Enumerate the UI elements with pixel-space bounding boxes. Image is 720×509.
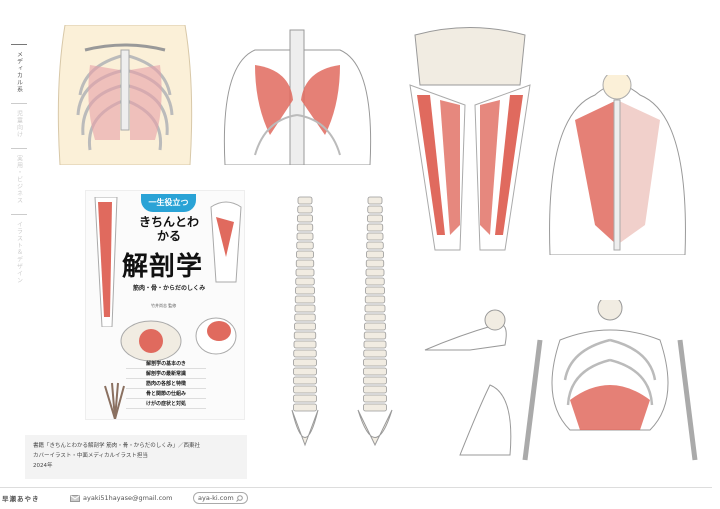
vertebra <box>363 403 387 412</box>
vertebra <box>365 277 385 286</box>
vertebra <box>367 205 383 214</box>
vertebra <box>296 223 314 232</box>
vertebra <box>363 349 387 358</box>
caption-title: 書籍「きちんとわかる解剖学 筋肉・骨・からだのしくみ」／西東社 <box>33 443 200 449</box>
category-nav: メディカル系 児童向け 実用・ビジネス イラスト＆デザイン <box>8 44 30 294</box>
nav-item-medical[interactable]: メディカル系 <box>8 44 30 93</box>
spine-illustrations <box>291 196 393 447</box>
vertebra <box>296 232 314 241</box>
vertebra <box>365 286 385 295</box>
vertebra <box>364 295 386 304</box>
vertebra <box>295 259 315 268</box>
vertebra <box>364 313 386 322</box>
search-icon <box>235 494 243 502</box>
vertebra <box>294 304 316 313</box>
divider <box>11 214 27 215</box>
vertebra <box>294 295 316 304</box>
cover-title-small: きちんとわかる <box>138 215 199 243</box>
vertebra <box>365 259 385 268</box>
vertebra <box>295 268 315 277</box>
email-link[interactable]: ayaki51hayase@gmail.com <box>70 494 185 502</box>
back-muscles-illustration <box>549 75 686 255</box>
divider <box>11 148 27 149</box>
cover-supervisor: 竹井尚志 監修 <box>151 303 177 308</box>
vertebra <box>367 214 383 223</box>
vertebra <box>293 349 317 358</box>
divider <box>11 103 27 104</box>
footer-divider <box>0 487 712 488</box>
pelvis-head-art <box>120 317 237 362</box>
nav-item-children[interactable]: 児童向け <box>8 103 30 138</box>
hand-bones-art <box>104 382 125 419</box>
cover-contents: 解剖学の基本のき 解剖学の最新常識 筋肉の各部と特徴 骨と関節の仕組み けがの症… <box>126 359 206 409</box>
vertebra <box>365 268 385 277</box>
artist-name: 早瀬あやき <box>2 495 40 503</box>
vertebra <box>364 322 386 331</box>
vertebra <box>293 403 317 412</box>
cover-badge: 一生役立つ <box>141 194 196 212</box>
ribcage-illustration <box>57 25 193 165</box>
vertebra <box>363 394 387 403</box>
vertebra <box>363 376 387 385</box>
vertebra <box>295 286 315 295</box>
caption-role: カバーイラスト・中面メディカルイラスト担当 <box>33 453 148 459</box>
divider <box>11 44 27 45</box>
vertebra <box>366 241 384 250</box>
vertebra <box>363 367 387 376</box>
leg-muscle-art <box>94 197 118 327</box>
website-link[interactable]: aya-ki.com <box>193 492 248 504</box>
vertebra <box>297 214 313 223</box>
vertebra <box>293 331 317 340</box>
vertebra <box>366 250 384 259</box>
vertebra <box>296 250 314 259</box>
vertebra <box>293 376 317 385</box>
vertebra <box>367 196 383 205</box>
shoulder-muscle-art <box>210 201 242 283</box>
footer: 早瀬あやき ayaki51hayase@gmail.com aya-ki.com <box>0 491 300 505</box>
nav-item-business[interactable]: 実用・ビジネス <box>8 148 30 204</box>
foot-bones-illustration <box>424 309 512 456</box>
caption-year: 2024年 <box>33 463 53 469</box>
nav-item-illustration[interactable]: イラスト＆デザイン <box>8 214 30 284</box>
diaphragm-illustration <box>522 300 698 461</box>
vertebra <box>294 313 316 322</box>
chest-muscles-illustration <box>223 29 372 165</box>
vertebra <box>296 241 314 250</box>
vertebra <box>363 385 387 394</box>
book-cover: 一生役立つ きちんとわかる 解剖学 筋肉・骨・からだのしくみ 竹井尚志 監修 解… <box>85 190 245 420</box>
thigh-muscles-illustration <box>409 27 531 251</box>
vertebra <box>363 340 387 349</box>
vertebra <box>363 331 387 340</box>
vertebra <box>293 358 317 367</box>
cover-title-main: 解剖学 <box>122 252 204 282</box>
vertebra <box>366 232 384 241</box>
mail-icon <box>70 494 80 502</box>
vertebra <box>297 196 313 205</box>
vertebra <box>293 394 317 403</box>
vertebra <box>294 322 316 331</box>
cover-subtitle: 筋肉・骨・からだのしくみ <box>133 285 206 292</box>
vertebra <box>293 367 317 376</box>
vertebra <box>293 340 317 349</box>
vertebra <box>295 277 315 286</box>
vertebra <box>297 205 313 214</box>
vertebra <box>363 358 387 367</box>
work-caption: 書籍「きちんとわかる解剖学 筋肉・骨・からだのしくみ」／西東社 カバーイラスト・… <box>25 435 247 479</box>
vertebra <box>293 385 317 394</box>
vertebra <box>366 223 384 232</box>
vertebra <box>364 304 386 313</box>
